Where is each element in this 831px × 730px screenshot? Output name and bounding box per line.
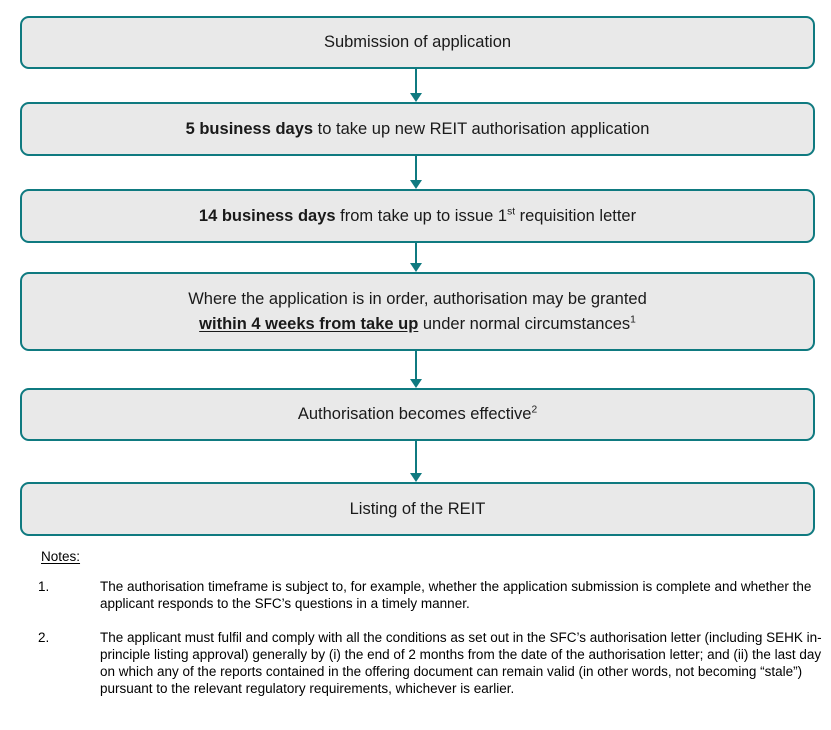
arrow-stem	[415, 441, 417, 473]
arrow-head	[410, 263, 422, 272]
flow-step-take-up-new-application: 5 business days to take up new REIT auth…	[20, 102, 815, 156]
arrow-head	[410, 379, 422, 388]
flow-step-submission-of-application: Submission of application	[20, 16, 815, 69]
flow-step-label: 5 business days to take up new REIT auth…	[185, 119, 650, 138]
arrow-head	[410, 473, 422, 482]
flow-step-authorisation-may-be-granted: Where the application is in order, autho…	[20, 272, 815, 351]
note-number: 1.	[38, 579, 50, 594]
down-arrow-icon	[409, 351, 423, 388]
notes-heading: Notes:	[41, 549, 81, 564]
down-arrow-icon	[409, 156, 423, 189]
down-arrow-icon	[409, 441, 423, 482]
arrow-stem	[415, 156, 417, 180]
flow-step-label: Submission of application	[323, 33, 512, 51]
flow-step-listing-of-the-reit: Listing of the REIT	[20, 482, 815, 536]
flow-step-label: 14 business days from take up to issue 1…	[198, 206, 637, 225]
note-item: 1. The authorisation timeframe is subjec…	[38, 578, 823, 612]
note-text: The applicant must fulfil and comply wit…	[100, 630, 822, 696]
arrow-head	[410, 180, 422, 189]
down-arrow-icon	[409, 243, 423, 272]
down-arrow-icon	[409, 69, 423, 102]
note-number: 2.	[38, 630, 50, 645]
flow-step-first-requisition-letter: 14 business days from take up to issue 1…	[20, 189, 815, 243]
flow-step-label: Listing of the REIT	[349, 499, 486, 518]
flowchart: Submission of application 5 business day…	[20, 16, 815, 536]
arrow-stem	[415, 243, 417, 263]
arrow-head	[410, 93, 422, 102]
note-item: 2. The applicant must fulfil and comply …	[38, 629, 823, 697]
flow-step-authorisation-becomes-effective: Authorisation becomes effective2	[20, 388, 815, 441]
flow-step-label: Authorisation becomes effective2	[297, 404, 538, 423]
arrow-stem	[415, 351, 417, 379]
arrow-stem	[415, 69, 417, 93]
note-text: The authorisation timeframe is subject t…	[100, 579, 812, 611]
flow-step-label: Where the application is in order, autho…	[188, 289, 647, 333]
